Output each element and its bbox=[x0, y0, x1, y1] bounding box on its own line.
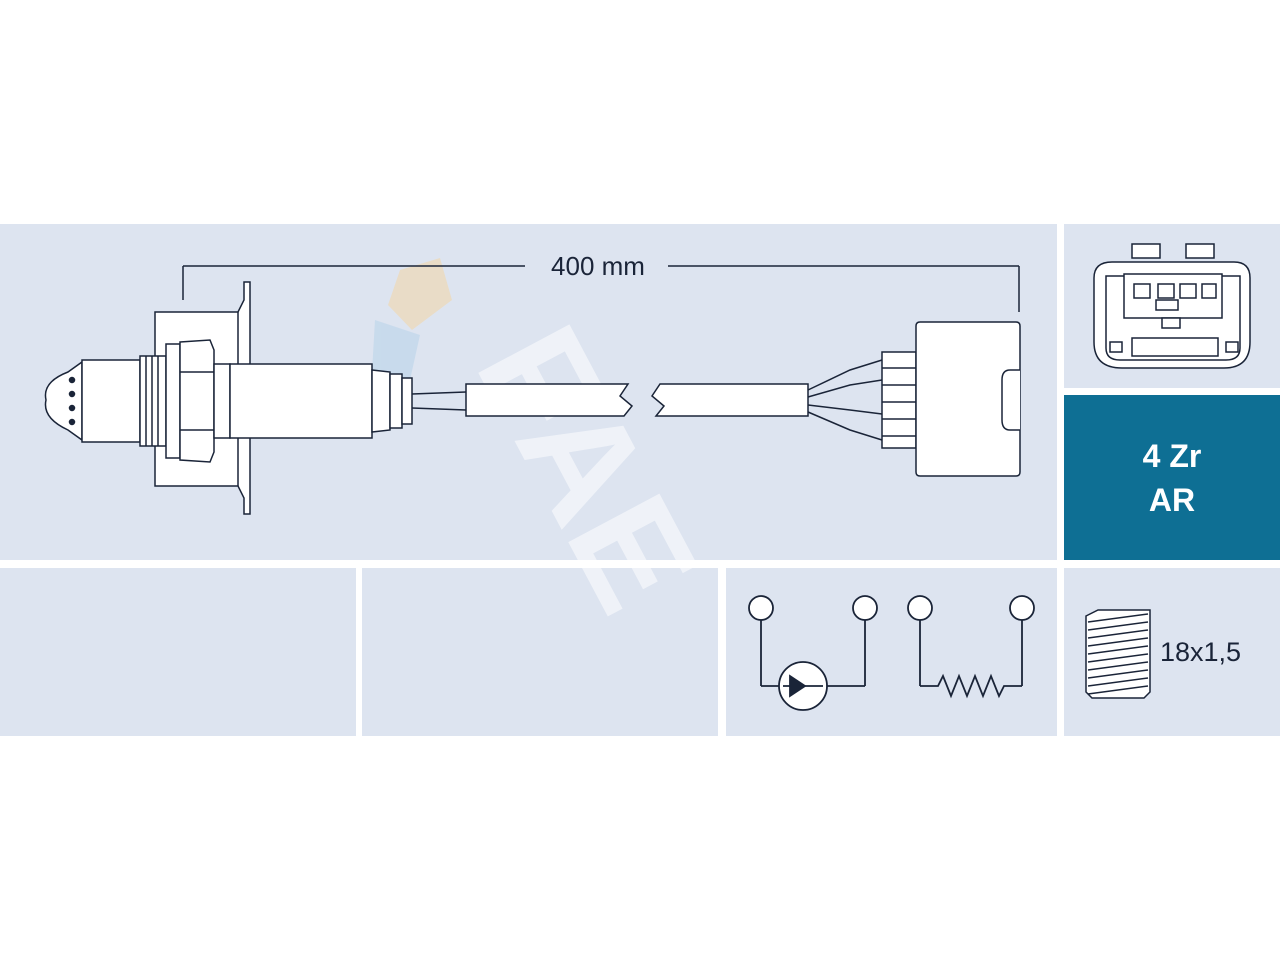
watermark-logo: FAE bbox=[372, 258, 731, 637]
sensor-element-symbol bbox=[748, 595, 878, 711]
sensor-spec-label: AR bbox=[1148, 482, 1196, 518]
circuit-panel bbox=[726, 568, 1057, 736]
dimension-line bbox=[182, 265, 1020, 312]
empty-panel-2 bbox=[362, 568, 718, 736]
thread-icon bbox=[1085, 609, 1151, 699]
connector-plug-side bbox=[881, 321, 1021, 477]
sensor-type-label: 4 Zr bbox=[1142, 438, 1202, 474]
connector-plug-icon bbox=[1093, 243, 1251, 369]
oxygen-sensor-drawing bbox=[44, 281, 467, 515]
connector-wires bbox=[807, 359, 883, 441]
watermark-text: FAE bbox=[445, 300, 730, 636]
length-dimension-label: 400 mm bbox=[551, 251, 645, 281]
sensor-cable bbox=[465, 383, 809, 417]
empty-panel-1 bbox=[0, 568, 356, 736]
spec-panel bbox=[1064, 395, 1280, 560]
thread-size-label: 18x1,5 bbox=[1160, 637, 1242, 667]
heater-resistor-symbol bbox=[907, 595, 1035, 699]
